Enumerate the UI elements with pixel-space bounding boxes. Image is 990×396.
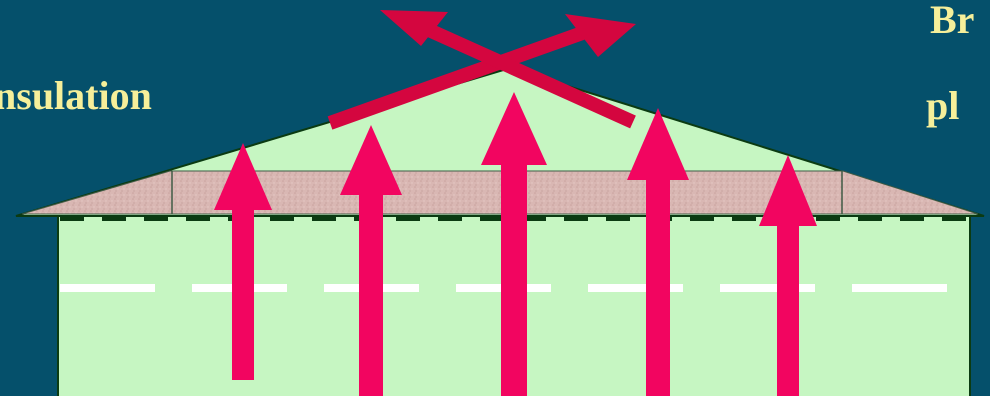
crossed-arrows-icon — [327, 10, 636, 130]
up-arrow-icon — [627, 108, 689, 396]
right-label-line-1: Br — [930, 0, 975, 42]
heat-arrows — [214, 92, 817, 396]
up-arrow-icon — [759, 155, 817, 396]
right-label-line-2: pl — [926, 83, 960, 128]
up-arrow-icon — [340, 125, 402, 396]
insulation-label: nsulation — [0, 73, 152, 118]
insulation-layer — [21, 170, 979, 215]
up-arrow-icon — [481, 92, 547, 396]
up-arrow-icon — [214, 143, 272, 380]
